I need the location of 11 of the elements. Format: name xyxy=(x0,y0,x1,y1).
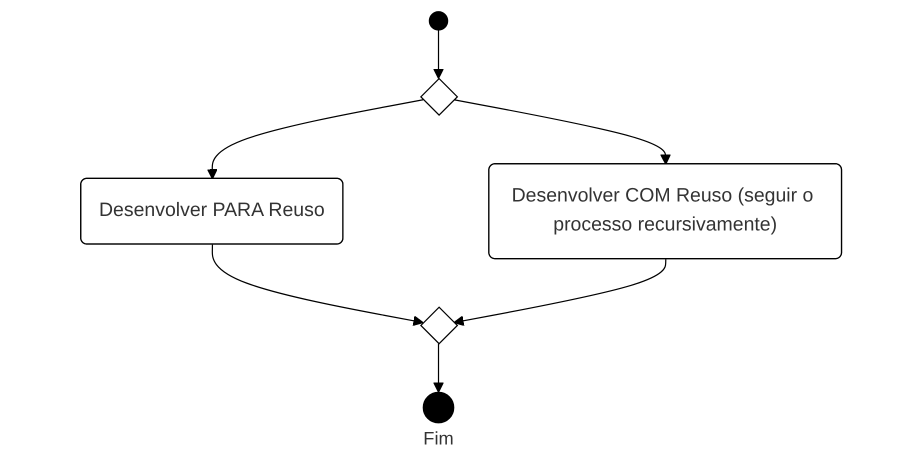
arrow xyxy=(453,259,666,326)
arrow xyxy=(212,244,424,326)
node-caption: Fim xyxy=(423,428,454,449)
node-diamond xyxy=(420,78,458,116)
arrow xyxy=(454,99,671,165)
node-circle xyxy=(428,11,448,31)
node-diamond xyxy=(420,306,458,345)
arrow xyxy=(433,30,444,80)
arrow xyxy=(206,99,424,180)
node-circle xyxy=(422,392,454,424)
arrow xyxy=(433,344,444,393)
